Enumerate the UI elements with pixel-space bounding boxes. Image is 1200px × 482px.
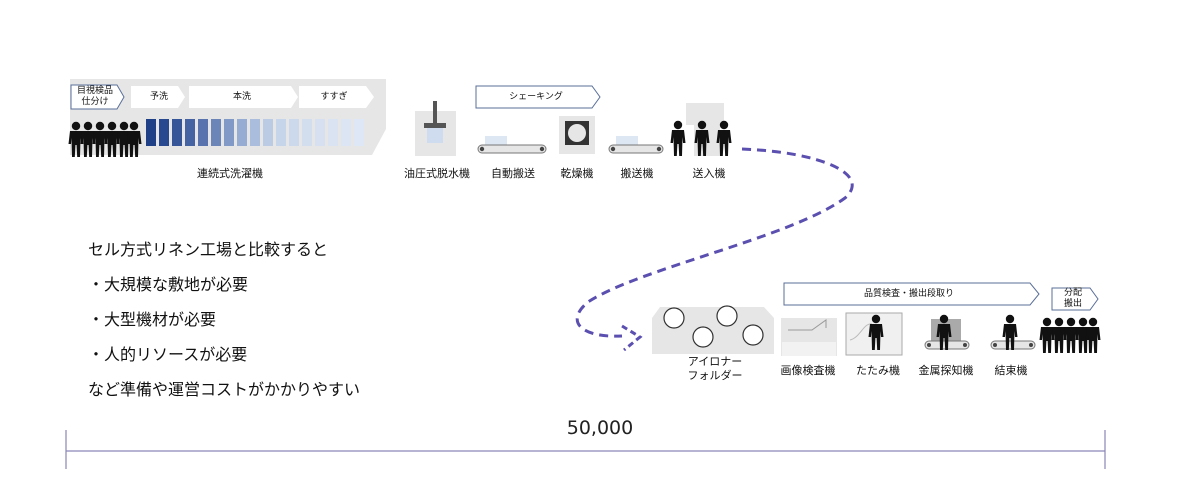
ironer-folder-label: アイロナー フォルダー — [687, 355, 743, 382]
note-line: ・大規模な敷地が必要 — [88, 275, 249, 294]
image-inspection-icon — [781, 318, 837, 356]
inspection-arrow — [783, 282, 1040, 306]
distribution-tag: 分配 搬出 — [1063, 288, 1082, 309]
dimension-value: 50,000 — [566, 417, 634, 439]
folding-machine-icon — [845, 312, 903, 356]
mainwash-tag-arrow — [189, 86, 298, 108]
rinse-tag-arrow — [299, 86, 374, 108]
shaking-arrow — [475, 85, 601, 109]
auto-conveyor-icon — [477, 136, 547, 154]
hydraulic-extractor-label: 油圧式脱水機 — [404, 167, 470, 180]
flow-dashed-line — [575, 147, 854, 338]
distribution-tag-arrow — [1051, 287, 1099, 311]
prewash-tag: 予洗 — [149, 92, 168, 102]
washer-chambers — [146, 119, 364, 146]
note-line: ・大型機材が必要 — [88, 310, 217, 329]
metal-detector-label: 金属探知機 — [918, 364, 974, 377]
continuous-washer-label: 連続式洗濯機 — [197, 167, 263, 180]
binding-label: 結束機 — [994, 364, 1028, 377]
folding-label: たたみ機 — [856, 364, 900, 377]
hydraulic-extractor-icon — [415, 101, 456, 156]
rinse-tag: すすぎ — [320, 92, 348, 102]
feeder-label: 送入機 — [692, 167, 726, 180]
feeder-icon — [670, 103, 732, 156]
transfer-conveyor-label: 搬送機 — [620, 167, 654, 180]
binding-machine-icon — [990, 314, 1036, 350]
distribution-workers-icon — [1039, 317, 1101, 353]
image-inspection-label: 画像検査機 — [780, 364, 836, 377]
flow-arrowhead-icon — [621, 324, 643, 352]
note-line: ・人的リソースが必要 — [88, 345, 248, 364]
sorting-tag-arrow — [70, 84, 125, 110]
dryer-icon — [559, 116, 595, 154]
inspection-label: 品質検査・搬出段取り — [863, 289, 954, 299]
dimension-line — [65, 430, 1106, 469]
ironer-folder-icon — [652, 305, 774, 354]
comparison-notes: セル方式リネン工場と比較すると ・大規模な敷地が必要 ・大型機材が必要 ・人的リ… — [88, 232, 360, 407]
transfer-conveyor-icon — [608, 136, 664, 154]
shaking-label: シェーキング — [509, 92, 563, 102]
mainwash-tag: 本洗 — [232, 92, 251, 102]
note-line: など準備や運営コストがかかりやすい — [88, 380, 361, 399]
note-line: セル方式リネン工場と比較すると — [88, 240, 329, 259]
metal-detector-icon — [924, 314, 970, 350]
auto-conveyor-label: 自動搬送 — [491, 167, 535, 180]
prewash-tag-arrow — [131, 86, 185, 108]
sorting-tag: 目視検品 仕分け — [76, 86, 113, 107]
dryer-label: 乾燥機 — [560, 167, 594, 180]
